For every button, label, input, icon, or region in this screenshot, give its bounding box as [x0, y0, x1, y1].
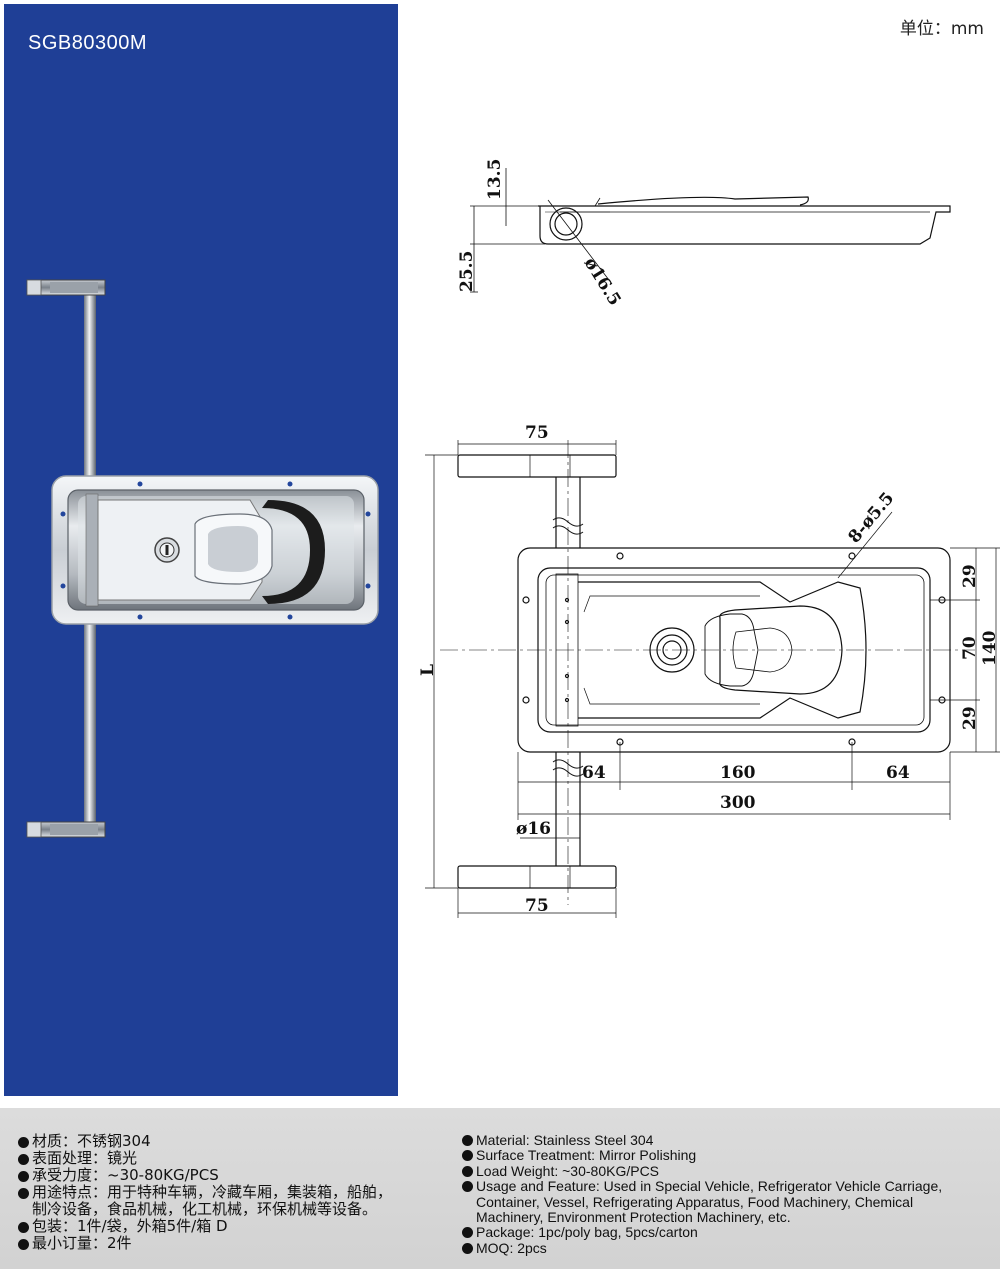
product-photo [26, 279, 379, 838]
dim-edge-top: 29 [960, 564, 980, 588]
spec-item-load-en: Load Weight: ~30-80KG/PCS [462, 1163, 992, 1179]
dim-rod-diameter: ø16 [516, 819, 551, 839]
model-number: SGB80300M [28, 32, 148, 54]
dim-height-total: 140 [980, 630, 1000, 666]
dim-center: 70 [960, 636, 980, 660]
dim-length: L [418, 664, 438, 676]
lock-body [51, 475, 379, 625]
spec-section [0, 1108, 1000, 1269]
spec-item-moq-cn: 最小订量：2件 [18, 1235, 448, 1252]
spec-list-english: Material: Stainless Steel 304 Surface Tr… [462, 1132, 992, 1256]
side-view [470, 168, 951, 293]
technical-drawing: 13.5 25.5 ø16.5 75 75 8-ø5.5 L 29 70 29 … [418, 159, 1000, 918]
dim-side-height-total: 25.5 [457, 251, 477, 292]
spec-item-package-en: Package: 1pc/poly bag, 5pcs/carton [462, 1225, 992, 1240]
dim-handle-width-top: 75 [525, 423, 549, 443]
spec-item-usage-en: Usage and Feature: Used in Special Vehic… [462, 1178, 992, 1225]
spec-item-load-cn: 承受力度：~30-80KG/PCS [18, 1167, 448, 1184]
spec-item-surface-en: Surface Treatment: Mirror Polishing [462, 1147, 992, 1163]
unit-label: 单位：mm [899, 19, 984, 39]
spec-item-material-en: Material: Stainless Steel 304 [462, 1132, 992, 1148]
dim-edge-bottom: 29 [960, 706, 980, 730]
spec-item-moq-en: MOQ: 2pcs [462, 1240, 992, 1256]
dim-offset-left: 64 [582, 763, 606, 783]
spec-item-surface-cn: 表面处理：镜光 [18, 1150, 448, 1167]
dim-width-total: 300 [720, 793, 756, 813]
spec-item-material-cn: 材质：不锈钢304 [18, 1133, 448, 1150]
dim-side-diameter: ø16.5 [580, 254, 625, 309]
top-bracket [26, 279, 106, 296]
bottom-bracket [26, 821, 106, 838]
dim-handle-width-bottom: 75 [525, 896, 549, 916]
dim-offset-right: 64 [886, 763, 910, 783]
dim-side-height-top: 13.5 [485, 159, 505, 200]
spec-item-usage-cn: 用途特点：用于特种车辆，冷藏车厢，集装箱，船舶， 制冷设备，食品机械，化工机械，… [18, 1184, 448, 1218]
dim-mounting-holes: 8-ø5.5 [845, 489, 899, 548]
spec-item-package-cn: 包装：1件/袋，外箱5件/箱 D [18, 1218, 448, 1235]
dim-hole-spacing: 160 [720, 763, 756, 783]
top-view [425, 440, 1000, 918]
spec-list-chinese: 材质：不锈钢304 表面处理：镜光 承受力度：~30-80KG/PCS 用途特点… [18, 1133, 448, 1252]
